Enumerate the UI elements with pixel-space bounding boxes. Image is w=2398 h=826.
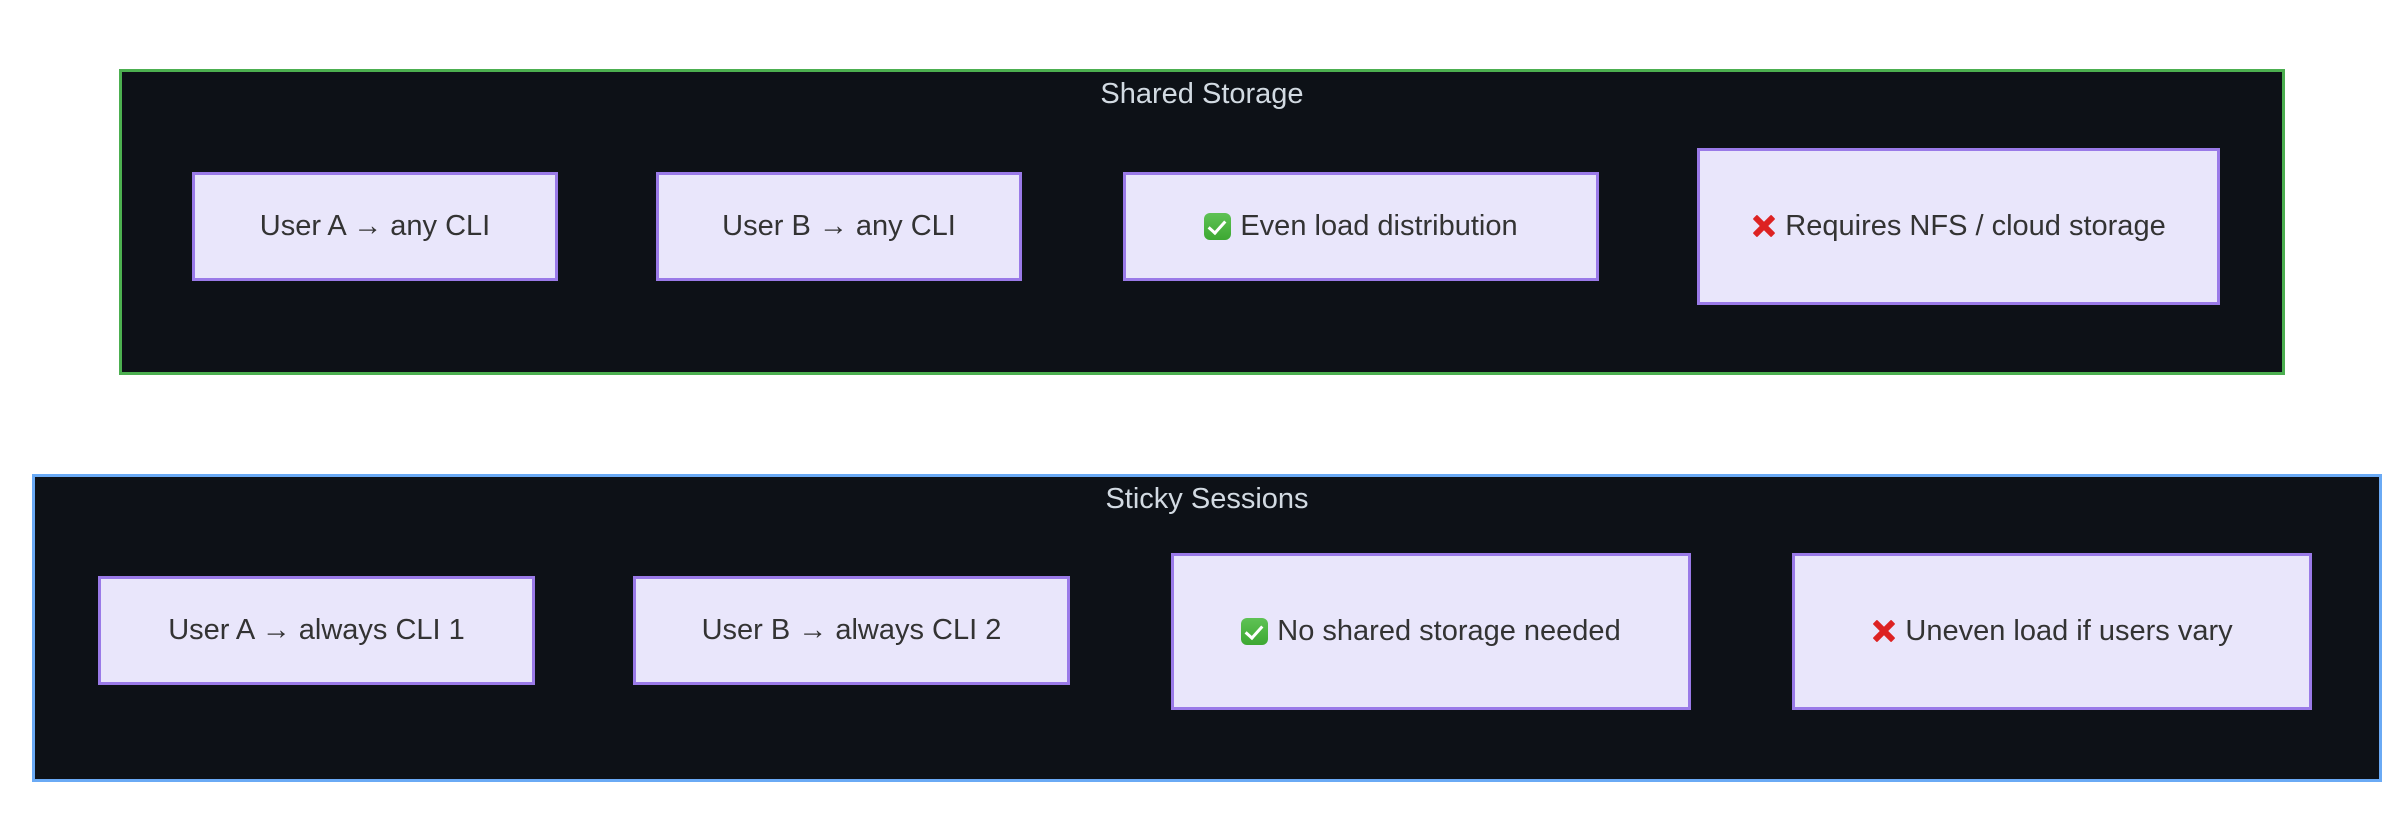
node-text: Requires NFS / cloud storage	[1785, 209, 2166, 242]
node-text: User B → any CLI	[722, 209, 956, 242]
node-requires-nfs-cloud-storage[interactable]: Requires NFS / cloud storage	[1697, 148, 2220, 305]
node-label: User B → always CLI 2	[646, 612, 1057, 649]
node-user-a-always-cli-1[interactable]: User A → always CLI 1	[98, 576, 535, 685]
subgraph-title-shared-storage: Shared Storage	[1100, 78, 1304, 110]
node-text: No shared storage needed	[1277, 614, 1621, 647]
node-label: User A → always CLI 1	[111, 612, 522, 649]
check-mark-icon	[1241, 617, 1269, 645]
node-label: No shared storage needed	[1184, 613, 1678, 650]
node-label: Requires NFS / cloud storage	[1710, 208, 2207, 245]
subgraph-title-sticky-sessions: Sticky Sessions	[1105, 483, 1309, 515]
node-text: Uneven load if users vary	[1905, 614, 2233, 647]
node-text: User A → any CLI	[259, 209, 491, 242]
node-text: User B → always CLI 2	[701, 613, 1002, 646]
node-label: Uneven load if users vary	[1805, 613, 2299, 650]
node-user-b-always-cli-2[interactable]: User B → always CLI 2	[633, 576, 1070, 685]
node-user-a-any-cli[interactable]: User A → any CLI	[192, 172, 558, 281]
node-text: Even load distribution	[1240, 209, 1518, 242]
node-even-load-distribution[interactable]: Even load distribution	[1123, 172, 1599, 281]
node-label: Even load distribution	[1136, 208, 1586, 245]
cross-mark-icon	[1871, 618, 1897, 644]
node-user-b-any-cli[interactable]: User B → any CLI	[656, 172, 1022, 281]
node-label: User B → any CLI	[669, 208, 1009, 245]
node-text: User A → always CLI 1	[168, 613, 465, 646]
node-uneven-load-if-users-vary[interactable]: Uneven load if users vary	[1792, 553, 2312, 710]
cross-mark-icon	[1751, 213, 1777, 239]
node-label: User A → any CLI	[205, 208, 545, 245]
check-mark-icon	[1204, 212, 1232, 240]
node-no-shared-storage-needed[interactable]: No shared storage needed	[1171, 553, 1691, 710]
